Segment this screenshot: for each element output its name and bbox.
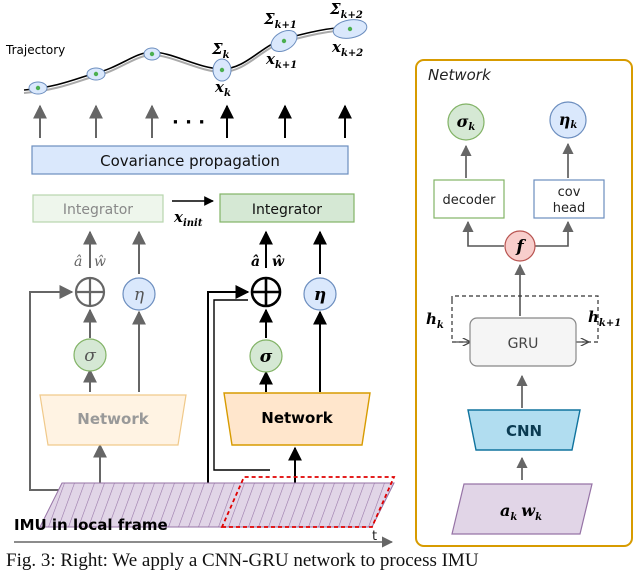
imu-label: IMU in local frame — [14, 516, 168, 534]
covariance-ellipse-k2 — [332, 19, 368, 39]
cov-head-label-2: head — [553, 201, 585, 216]
svg-text:σk: σk — [457, 112, 476, 133]
sigma-node-prev: σ — [73, 338, 107, 372]
integrator-prev-box: Integrator — [32, 194, 164, 223]
decoder-box: decoder — [433, 179, 505, 219]
integrator-curr-box: Integrator — [219, 193, 355, 223]
cov-head-label-1: cov — [558, 185, 581, 200]
a-hat-curr: â — [251, 254, 260, 270]
cnn-label: CNN — [506, 422, 542, 440]
trajectory-label: Trajectory — [5, 43, 65, 57]
network-panel — [415, 59, 633, 547]
svg-text:η: η — [134, 285, 145, 305]
covariance-ellipse-2 — [86, 67, 106, 81]
time-label: t — [372, 529, 377, 544]
network-curr-label: Network — [261, 409, 333, 427]
cnn-box: CNN — [467, 409, 581, 451]
covariance-ellipse-k — [212, 58, 232, 82]
sigma-output-node: σk — [447, 103, 485, 141]
covariance-propagation-box: Covariance propagation — [31, 145, 349, 175]
cov-head-box: cov head — [533, 179, 605, 219]
svg-text:σ: σ — [260, 347, 273, 367]
network-curr-box: Network — [223, 392, 371, 446]
a-hat-prev: â — [74, 254, 82, 270]
h-k1-label: hk+1 — [588, 308, 621, 329]
plus-icon-prev — [74, 276, 106, 308]
svg-text:σ: σ — [84, 346, 96, 366]
trajectory-input-arrows — [33, 104, 352, 138]
eta-node-curr: η — [303, 277, 337, 311]
decoder-label: decoder — [443, 193, 497, 208]
eta-node-prev: η — [122, 277, 156, 311]
sigma-k-label: Σk — [211, 40, 230, 61]
eta-output-node: ηk — [549, 101, 587, 139]
svg-text:η: η — [314, 285, 326, 305]
integrator-prev-label: Integrator — [63, 202, 133, 218]
covariance-propagation-label: Covariance propagation — [100, 152, 280, 170]
svg-text:ηk: ηk — [559, 110, 578, 131]
x-init-label: xinit — [173, 208, 203, 229]
integrator-curr-label: Integrator — [252, 202, 322, 218]
figure-caption: Fig. 3: Right: We apply a CNN-GRU networ… — [6, 550, 479, 571]
x-k2-label: xk+2 — [331, 38, 363, 59]
sigma-k1-label: Σk+1 — [263, 10, 297, 31]
covariance-ellipse-3 — [143, 47, 161, 61]
gru-box: GRU — [469, 317, 577, 367]
sigma-node-curr: σ — [249, 339, 283, 373]
network-prev-label: Network — [77, 410, 149, 428]
f-to-cov-arrow — [534, 220, 574, 247]
x-k-label: xk — [214, 78, 231, 99]
covariance-ellipse-1 — [28, 81, 48, 95]
x-k1-label: xk+1 — [265, 50, 297, 71]
covariance-ellipse-k1 — [270, 30, 298, 52]
svg-text:f: f — [515, 237, 526, 257]
plus-icon-curr — [250, 276, 282, 308]
gru-label: GRU — [508, 336, 539, 352]
imu-strip — [39, 476, 396, 528]
network-panel-title: Network — [428, 66, 492, 84]
w-hat-curr: ŵ — [272, 254, 285, 270]
network-prev-box: Network — [39, 394, 187, 446]
f-node: f — [504, 230, 536, 262]
f-to-decoder-arrow — [462, 220, 504, 247]
sigma-k2-label: Σk+2 — [329, 0, 363, 21]
w-hat-prev: ŵ — [94, 254, 106, 270]
h-k-label: hk — [426, 310, 444, 331]
ellipsis: · · · — [172, 112, 205, 133]
